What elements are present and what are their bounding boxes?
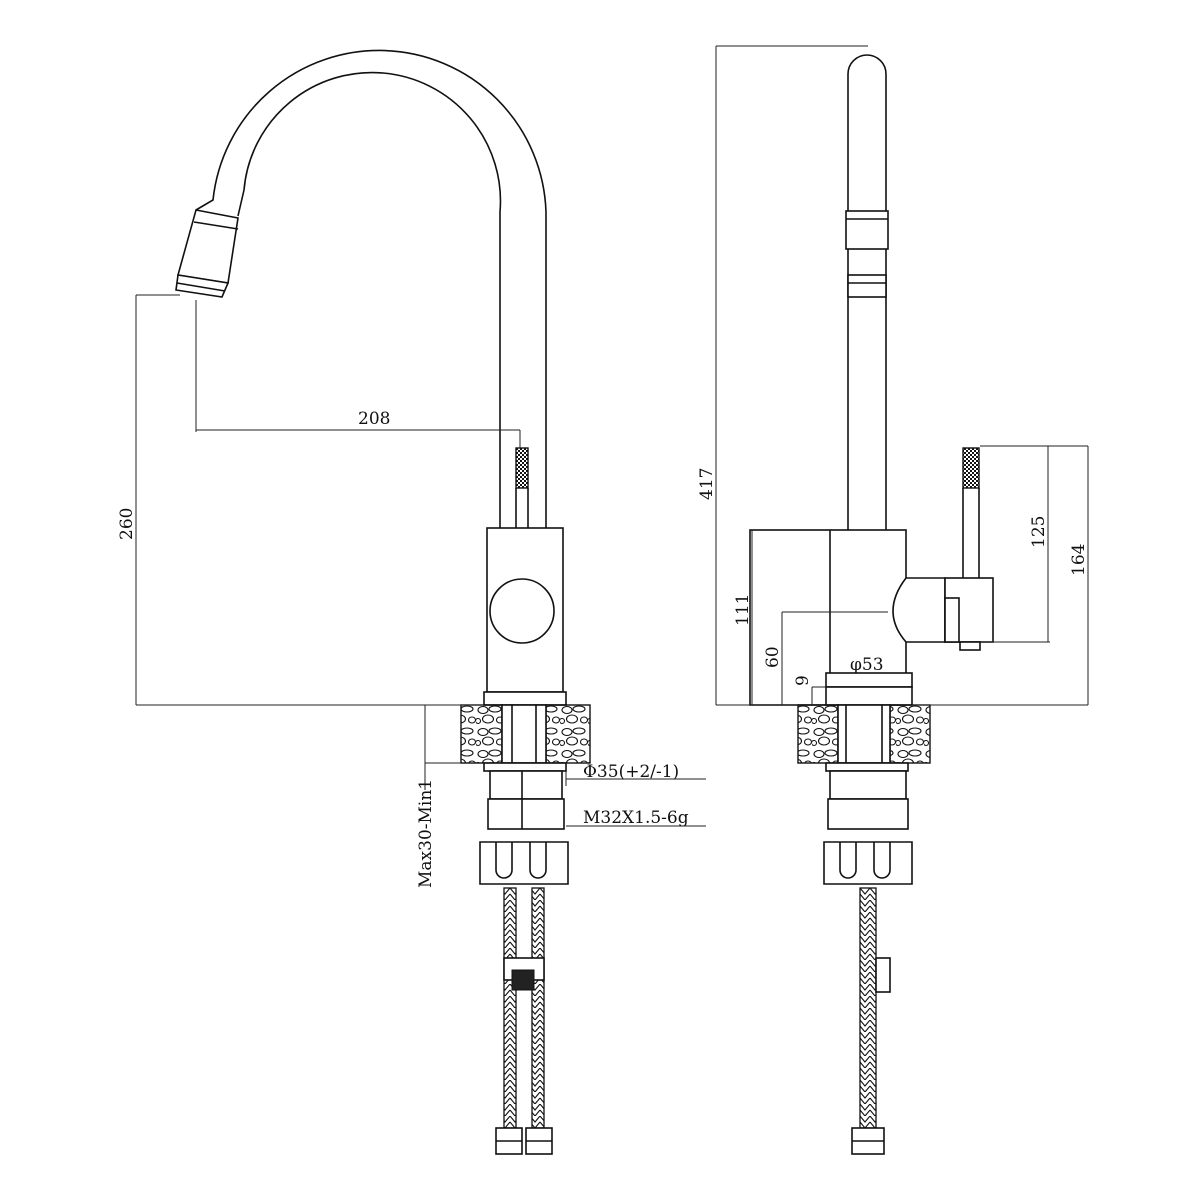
countertop-side-left (797, 704, 839, 764)
mounting-plate (487, 798, 565, 830)
shank (501, 704, 547, 764)
spray-nozzle (175, 274, 230, 298)
dim-spout-height: 260 (117, 508, 137, 540)
check-valve-side (875, 957, 891, 993)
handle-grip (515, 447, 529, 489)
mounting-bracket-side (823, 841, 913, 885)
spout-column (847, 54, 887, 530)
mounting-nut-side (829, 770, 907, 800)
handle-hub (489, 578, 555, 644)
spray-head-band (845, 210, 889, 250)
hose-cold (531, 887, 545, 1129)
dim-total-height: 417 (697, 468, 717, 500)
spout-outer (195, 49, 547, 528)
dim-base-diameter: φ53 (850, 655, 884, 675)
dim-spout-reach: 208 (358, 409, 390, 429)
dim-flange-height: 9 (793, 675, 813, 686)
dim-counter-thickness: Max30-Min1 (416, 779, 436, 888)
dim-base-height: 60 (763, 646, 783, 668)
countertop-section-left (460, 704, 503, 764)
dim-thread: M32X1.5-6g (583, 808, 689, 828)
hose-side (859, 887, 877, 1129)
spout-inner (237, 71, 502, 528)
side-view: 417 111 60 9 φ53 125 164 (697, 45, 1089, 1155)
mounting-nut (489, 770, 563, 800)
countertop-section-right (545, 704, 591, 764)
dim-handle-height-high: 125 (1029, 516, 1049, 548)
handle-grip-side (962, 447, 980, 489)
hose-hot (503, 887, 517, 1129)
dim-body-height: 111 (733, 594, 753, 626)
front-view: 208 260 Max30-Min1 Φ35(+2/-1) M32X1.5-6g (117, 49, 706, 1155)
base-flange (825, 672, 913, 688)
dim-handle-height-low: 164 (1069, 544, 1089, 576)
dim-hole-diameter: Φ35(+2/-1) (583, 762, 679, 782)
spray-nozzle-side (847, 274, 887, 298)
mounting-bracket (479, 841, 569, 885)
spray-head (176, 209, 239, 284)
handle-bulge (892, 577, 946, 643)
countertop-side-right (889, 704, 931, 764)
